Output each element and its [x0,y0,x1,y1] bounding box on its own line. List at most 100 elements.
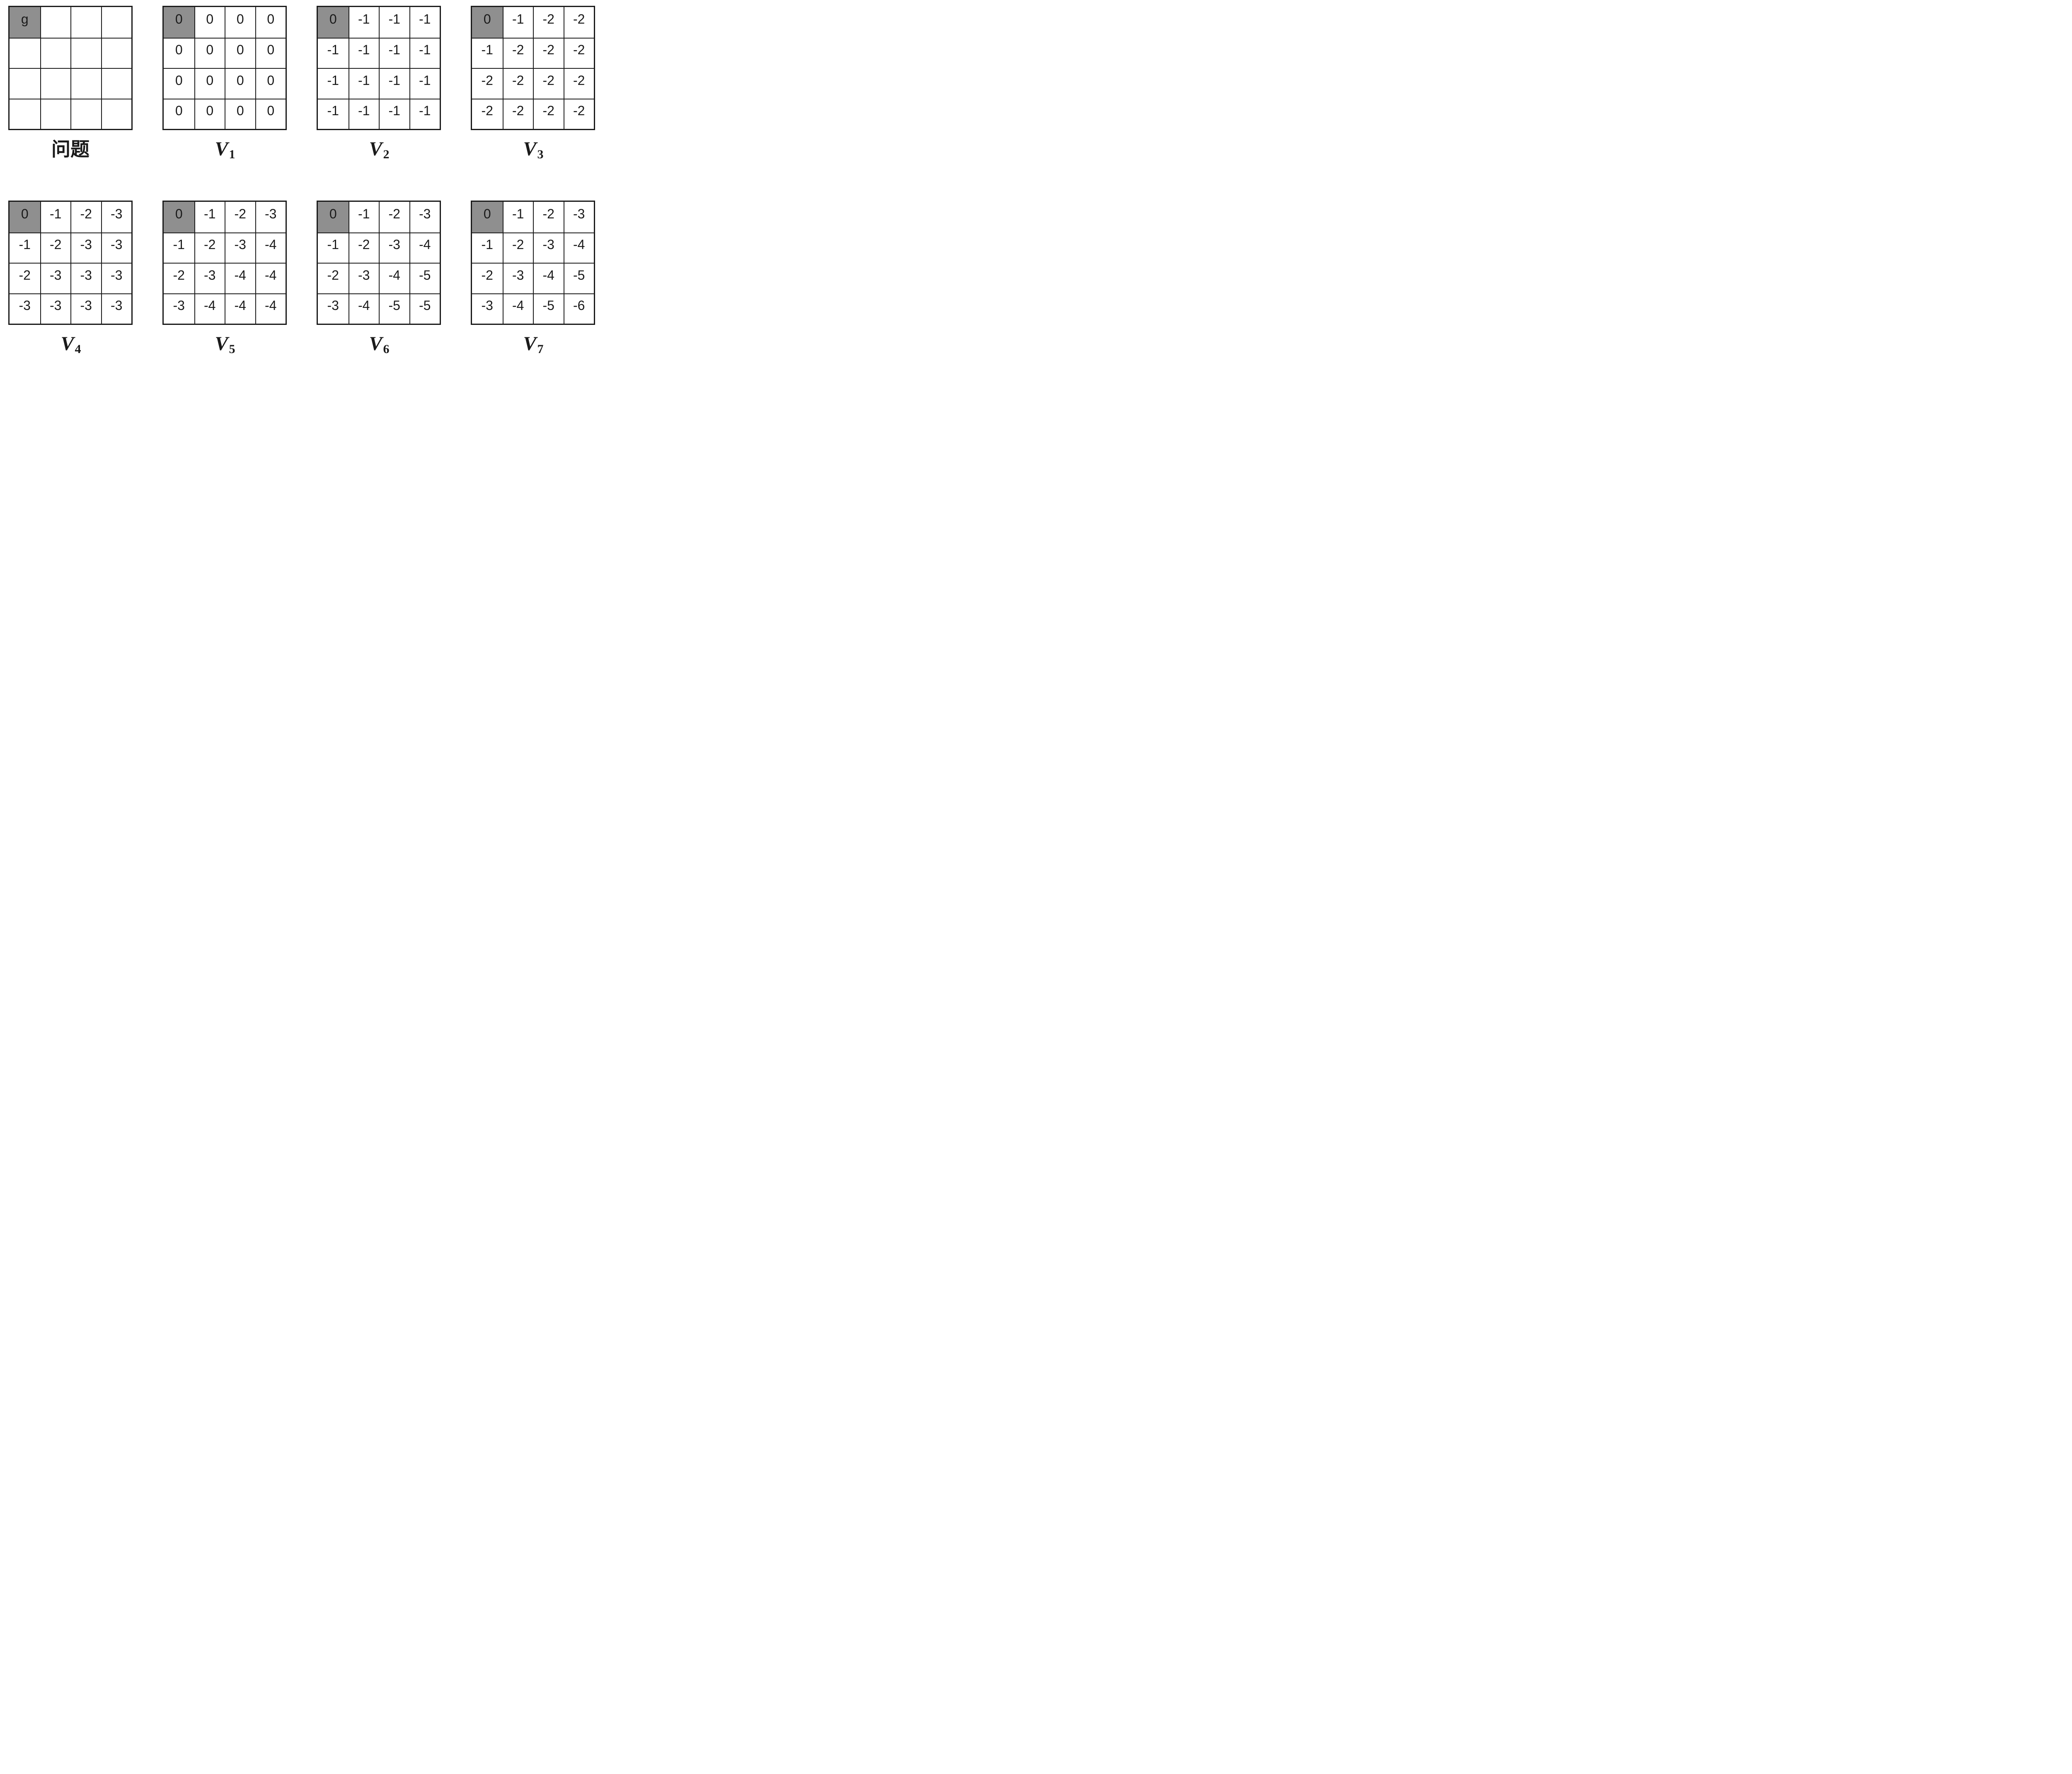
cell-value: -4 [358,298,370,313]
goal-cell: 0 [164,202,194,232]
figure-label-text: V [523,138,537,160]
cell-value: -3 [50,298,62,313]
grid-cell [101,37,131,68]
v2-grid: 0-1-1-1-1-1-1-1-1-1-1-1-1-1-1-1 [317,6,441,130]
cell-value: -1 [358,206,370,221]
grid-cell: -3 [101,232,131,263]
grid-cell: 0 [164,68,194,99]
cell-value: -2 [481,103,493,119]
grid-cell: -2 [348,232,379,263]
cell-value: -1 [327,237,339,252]
grid-cell [40,7,71,38]
figure-label-text: V [61,333,74,355]
cell-value: -5 [542,298,554,313]
cell-value: -1 [419,103,431,119]
cell-value: -1 [358,11,370,27]
cell-value: 0 [175,11,183,27]
grid-cell: -2 [10,263,40,293]
grid-cell: 0 [164,37,194,68]
cell-value: 0 [206,42,214,58]
cell-value: -3 [419,206,431,221]
grid-cell: -1 [409,98,440,129]
cell-value: 0 [236,73,244,88]
cell-value: -2 [173,267,185,283]
grid-cell [70,98,101,129]
grid-cell: -2 [502,68,533,99]
grid-cell: -1 [348,202,379,232]
grid-cell: -4 [255,293,286,324]
cell-value: -4 [234,298,246,313]
cell-value: -1 [19,237,31,252]
grid-cell: -5 [563,263,594,293]
cell-value: 0 [206,11,214,27]
grid-cell: -3 [533,232,564,263]
figure-label-subscript: 6 [383,342,390,355]
grid-cell: -1 [409,7,440,38]
grid-cell: -1 [348,98,379,129]
grid-cell: -3 [101,263,131,293]
grid-cell: -5 [533,293,564,324]
cell-value: -1 [512,11,524,27]
grid-cell: -2 [318,263,349,293]
cell-value: -1 [358,73,370,88]
cell-value: -1 [327,42,339,58]
cell-value: -2 [573,42,585,58]
figure-label-text: V [215,138,228,160]
grid-cell: -2 [472,263,503,293]
cell-value: -5 [419,267,431,283]
cell-value: -1 [358,42,370,58]
grid-cell: -2 [40,232,70,263]
grid-cell: -1 [348,37,379,68]
cell-value: -1 [388,42,400,58]
cell-value: -3 [111,267,123,283]
cell-value: 0 [236,42,244,58]
grid-cell: -2 [502,232,533,263]
grid-cell: -2 [194,232,225,263]
grid-cell: -4 [225,263,255,293]
grid-cell: -2 [379,202,409,232]
grid-cell: -1 [379,37,409,68]
cell-value: -6 [573,298,585,313]
cell-value: -4 [265,237,277,252]
cell-value: 0 [175,73,183,88]
cell-value: 0 [329,206,337,221]
grid-cell: -2 [533,202,564,232]
cell-value: -3 [80,237,92,252]
grid-cell: -2 [472,98,503,129]
cell-value: 0 [267,103,275,119]
cell-value: -5 [419,298,431,313]
grid-cell: -4 [348,293,379,324]
cell-value: -1 [173,237,185,252]
grid-cell: -2 [563,37,594,68]
grid-cell: 0 [164,98,194,129]
grid-cell: -5 [379,293,409,324]
grid-cell: -3 [10,293,40,324]
cell-value: 0 [267,42,275,58]
grid-cell: -1 [318,37,349,68]
cell-value: -3 [512,267,524,283]
cell-value: -3 [111,237,123,252]
grid-cell: -3 [70,232,101,263]
grid-cell: -3 [101,202,132,232]
cell-value: g [21,11,29,27]
figure-label-text: V [369,333,382,355]
grid-cell: 0 [225,68,255,99]
cell-value: -4 [234,267,246,283]
cell-value: -3 [573,206,585,221]
cell-value: -4 [388,267,400,283]
grid-cell [40,37,70,68]
grid-cell: 0 [194,7,225,38]
grid-cell: -3 [40,293,70,324]
grid-cell: -2 [563,98,594,129]
figure-label-problem: 问题 [51,139,90,166]
cell-value: 0 [236,103,244,119]
